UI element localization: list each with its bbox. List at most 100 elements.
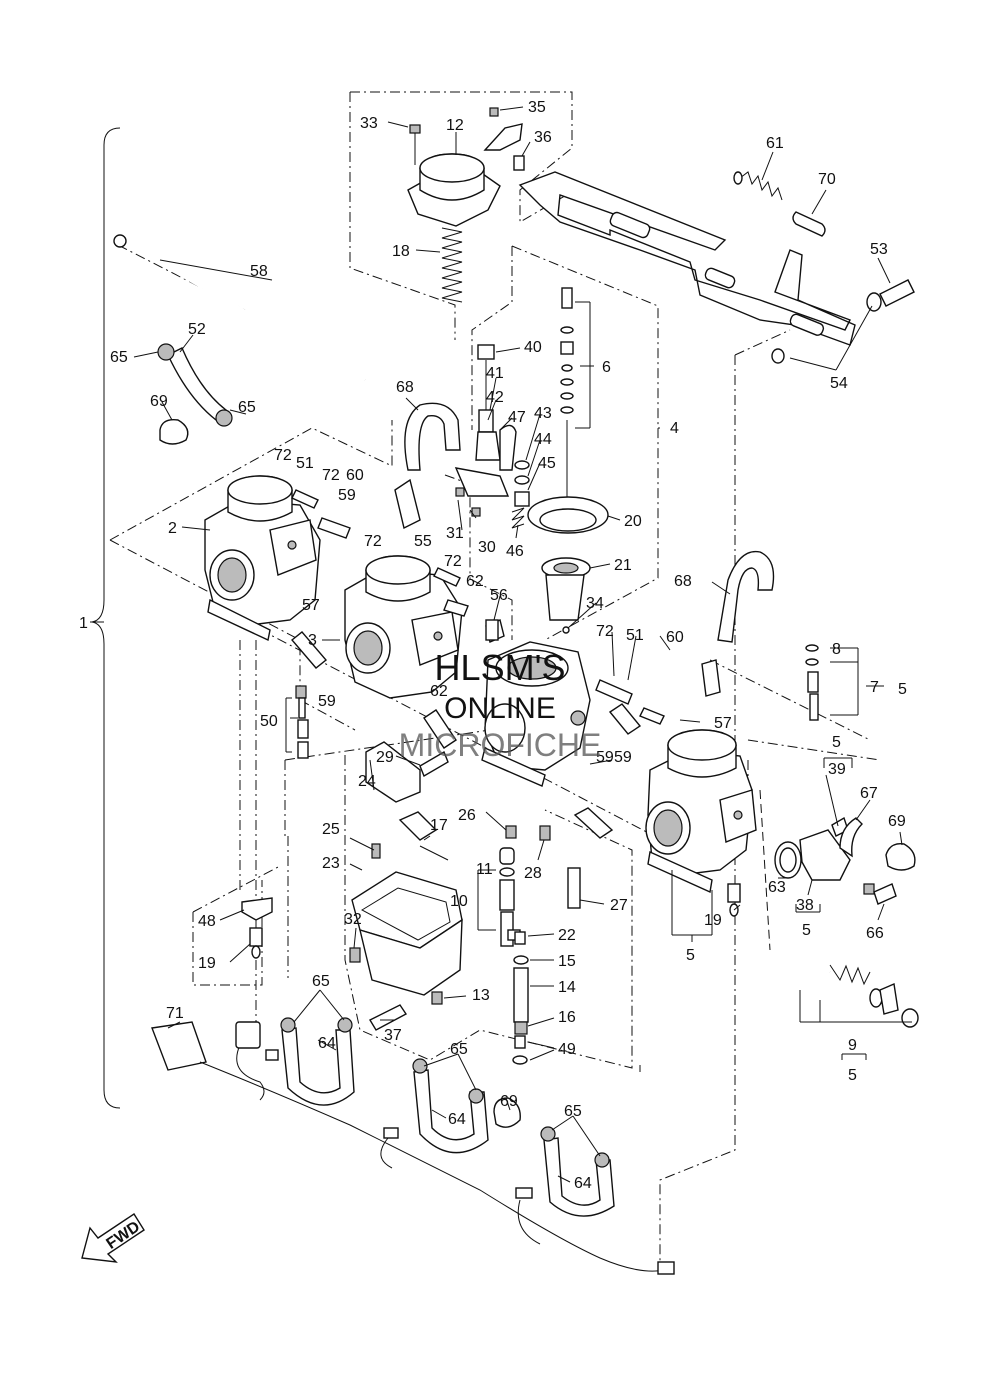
callout-4: 4 [670,420,679,437]
callout-67: 67 [860,785,878,802]
callout-17: 17 [430,817,448,834]
callout-31: 31 [446,525,464,542]
callout-20: 20 [624,513,642,530]
callout-55: 55 [414,533,432,550]
callout-57-b: 57 [714,715,732,732]
carburetor-3 [344,555,463,699]
callout-48: 48 [198,913,216,930]
callout-25: 25 [322,821,340,838]
callout-5-d: 5 [802,922,811,939]
callout-6: 6 [602,359,611,376]
callout-39: 39 [828,761,846,778]
callout-40: 40 [524,339,542,356]
callout-5-a: 5 [898,681,907,698]
callout-60-a: 60 [346,467,364,484]
callout-5-e: 5 [848,1067,857,1084]
callout-13: 13 [472,987,490,1004]
callout-33: 33 [360,115,378,132]
callout-30: 30 [478,539,496,556]
callout-59-d: 59 [614,749,632,766]
callout-21: 21 [614,557,632,574]
callout-64-b: 64 [448,1111,466,1128]
bracket-plate [518,171,856,346]
callout-15: 15 [558,953,576,970]
hose-52 [157,343,233,445]
callout-65-d: 65 [450,1041,468,1058]
callout-72-a: 72 [274,447,292,464]
callout-71: 71 [166,1005,184,1022]
hose-64-a [280,1017,355,1106]
callout-65-a: 65 [110,349,128,366]
callout-59-a: 59 [338,487,356,504]
callout-69-a: 69 [150,393,168,410]
callout-72-d: 72 [444,553,462,570]
watermark-line-3: MICROFICHE [399,727,602,763]
callout-14: 14 [558,979,576,996]
callout-63: 63 [768,879,786,896]
spring-18 [441,227,463,303]
callout-46: 46 [506,543,524,560]
callout-59-b: 59 [318,693,336,710]
callout-3: 3 [308,632,317,649]
carburetor-center-body [481,641,591,787]
callout-64-c: 64 [574,1175,592,1192]
callout-50: 50 [260,713,278,730]
callout-34: 34 [586,595,604,612]
callout-51-b: 51 [626,627,644,644]
callout-72-e: 72 [596,623,614,640]
fwd-arrow-icon: FWD [81,1213,145,1263]
right-side-parts [493,644,919,1128]
callout-49: 49 [558,1041,576,1058]
callout-65-c: 65 [312,973,330,990]
callout-41: 41 [486,365,504,382]
callout-59-c: 59 [596,749,614,766]
callout-72-c: 72 [364,533,382,550]
small-screws [419,487,570,841]
callout-19-b: 19 [704,912,722,929]
hose-64-c [540,1126,615,1217]
small-hardware-top-right [733,171,915,364]
callout-18: 18 [392,243,410,260]
callout-65-b: 65 [238,399,256,416]
callout-61: 61 [766,135,784,152]
callout-28: 28 [524,865,542,882]
carburetor-5 [645,729,757,894]
bottom-wiring [151,1021,675,1275]
callout-labels: 1 2 3 4 5 5 5 5 5 6 7 8 9 10 11 12 13 14… [79,99,907,1192]
callout-47: 47 [508,409,526,426]
piston-21 [541,557,591,621]
watermark-line-2: ONLINE [444,692,556,725]
hose-68-right [717,550,775,643]
callout-1: 1 [79,615,88,632]
leader-lines [90,106,903,1183]
callout-36: 36 [534,129,552,146]
callout-32: 32 [344,911,362,928]
callout-11: 11 [476,861,493,878]
callout-69-b: 69 [888,813,906,830]
callout-57-a: 57 [302,597,320,614]
hose-64-b [412,1058,489,1154]
diaphragm-20 [527,496,609,534]
joint-tubes [290,478,721,839]
callout-64-a: 64 [318,1035,336,1052]
callout-68-a: 68 [396,379,414,396]
callout-68-b: 68 [674,573,692,590]
callout-2: 2 [168,520,177,537]
top-cover-group [407,107,525,303]
carburetor-2 [204,475,321,642]
callout-22: 22 [558,927,576,944]
callout-12: 12 [446,117,464,134]
watermark-line-1: HLSM'S [435,647,566,688]
callout-9: 9 [848,1037,857,1054]
callout-10: 10 [450,893,468,910]
callout-38: 38 [796,897,814,914]
callout-51-a: 51 [296,455,314,472]
callout-66: 66 [866,925,884,942]
callout-62-b: 62 [430,683,448,700]
callout-27: 27 [610,897,628,914]
needle-stack-6 [560,287,591,498]
callout-8: 8 [832,641,841,658]
callout-70: 70 [818,171,836,188]
callout-19-a: 19 [198,955,216,972]
